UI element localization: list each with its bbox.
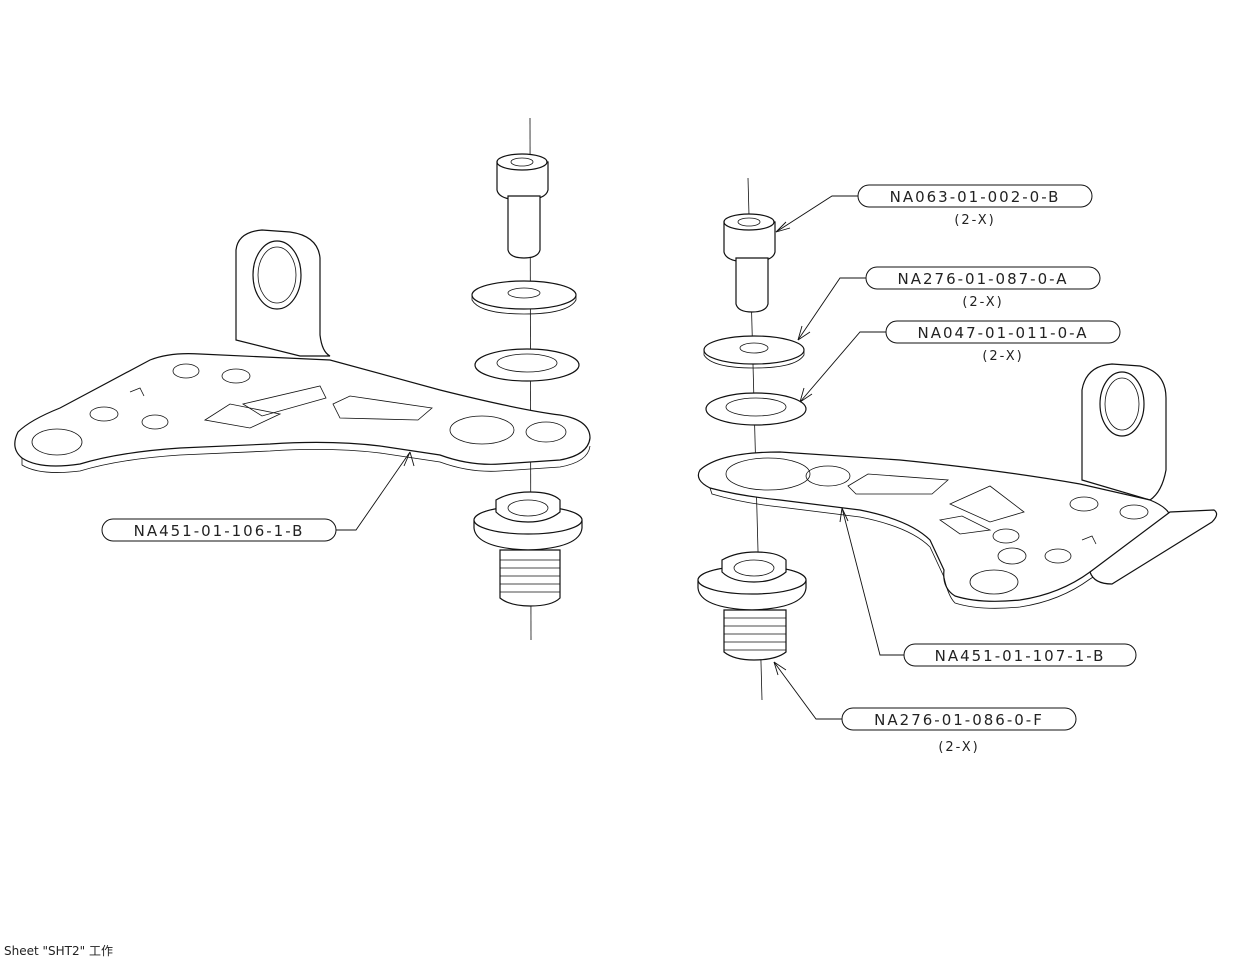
right-bracket (697, 363, 1218, 609)
callout-right-bracket: NA451-01-107-1-B (839, 507, 1137, 667)
right-screw-qty: (2-X) (954, 213, 995, 228)
left-bushing (473, 491, 583, 607)
right-bushing-part-no: NA276-01-086-0-F (874, 711, 1044, 729)
left-washer-lower (474, 348, 580, 382)
right-washer-lower-qty: (2-X) (982, 349, 1023, 364)
right-assembly (697, 177, 1218, 701)
right-washer-lower (705, 392, 807, 426)
callout-right-washer-lower: NA047-01-011-0-A (2-X) (799, 320, 1121, 403)
right-bracket-part-no: NA451-01-107-1-B (935, 647, 1106, 665)
callout-right-screw: NA063-01-002-0-B (2-X) (775, 184, 1093, 233)
left-assembly (14, 117, 591, 641)
callout-right-washer-upper: NA276-01-087-0-A (2-X) (797, 266, 1101, 341)
callout-right-bushing: NA276-01-086-0-F (2-X) (773, 661, 1077, 755)
callout-left-bracket: NA451-01-106-1-B (101, 451, 415, 542)
left-washer-upper (471, 280, 577, 315)
left-bracket (14, 229, 591, 473)
right-cap-screw (723, 213, 776, 313)
sheet-label: Sheet "SHT2" 工作 (4, 944, 113, 958)
right-bushing-qty: (2-X) (938, 740, 979, 755)
right-washer-upper (703, 335, 805, 369)
right-screw-part-no: NA063-01-002-0-B (890, 188, 1061, 206)
right-washer-lower-part-no: NA047-01-011-0-A (918, 324, 1089, 342)
right-bushing (697, 551, 807, 661)
right-washer-upper-qty: (2-X) (962, 295, 1003, 310)
left-cap-screw (496, 153, 549, 259)
right-washer-upper-part-no: NA276-01-087-0-A (898, 270, 1069, 288)
left-bracket-part-no: NA451-01-106-1-B (134, 522, 305, 540)
